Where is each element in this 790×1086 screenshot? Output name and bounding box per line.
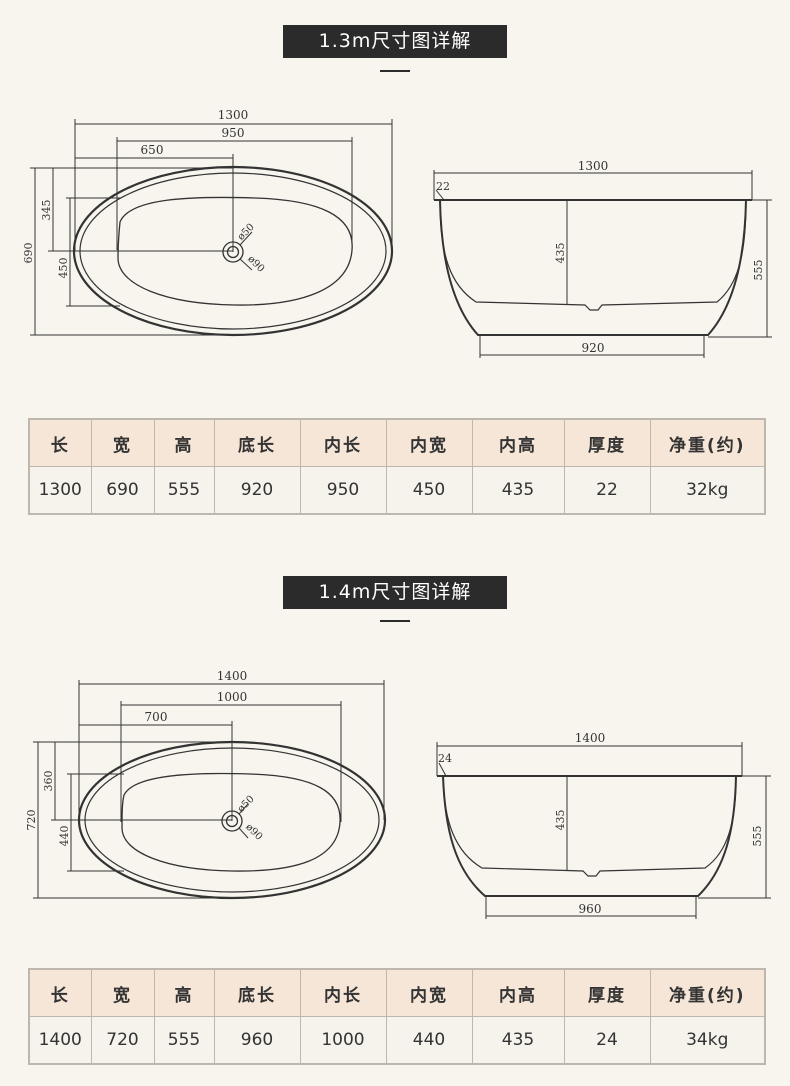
header-inner-width: 内宽 bbox=[385, 418, 473, 467]
tub-inner-basin bbox=[117, 196, 353, 306]
value-height: 555 bbox=[153, 1016, 215, 1065]
drain-leader-1 bbox=[238, 803, 249, 815]
header-length: 长 bbox=[28, 968, 92, 1017]
tub-inner-basin bbox=[121, 772, 341, 872]
side-tub-body bbox=[437, 775, 742, 897]
dim-label-upper: 345 bbox=[40, 200, 53, 221]
side-label-thickness: 24 bbox=[438, 752, 452, 765]
side-label-length: 1300 bbox=[578, 159, 609, 173]
section-2-spec-table: 长 宽 高 底长 内长 内宽 内高 厚度 净重(约) 1400 720 555 … bbox=[28, 968, 766, 1065]
header-thickness: 厚度 bbox=[563, 968, 651, 1017]
section-1-spec-table: 长 宽 高 底长 内长 内宽 内高 厚度 净重(约) 1300 690 555 … bbox=[28, 418, 766, 515]
side-thickness-leader bbox=[438, 762, 447, 777]
spec-header-row: 长 宽 高 底长 内长 内宽 内高 厚度 净重(约) bbox=[28, 418, 766, 467]
dim-label-half: 700 bbox=[145, 710, 168, 724]
dim-label-upper: 360 bbox=[42, 771, 55, 792]
value-net-weight: 32kg bbox=[649, 466, 766, 515]
header-inner-length: 内长 bbox=[299, 968, 387, 1017]
side-label-inner-height: 435 bbox=[554, 810, 567, 831]
side-label-length: 1400 bbox=[575, 731, 606, 745]
value-thickness: 24 bbox=[563, 1016, 651, 1065]
header-inner-length: 内长 bbox=[299, 418, 387, 467]
section-1-title-underline bbox=[380, 70, 410, 72]
header-net-weight: 净重(约) bbox=[649, 968, 766, 1017]
header-height: 高 bbox=[153, 968, 215, 1017]
value-inner-width: 440 bbox=[385, 1016, 473, 1065]
dim-label-inner-length: 1000 bbox=[217, 690, 248, 704]
side-label-thickness: 22 bbox=[436, 180, 450, 193]
drain-leader-2 bbox=[238, 827, 249, 839]
value-length: 1400 bbox=[28, 1016, 92, 1065]
section-1-side-view: 1300 22 435 555 920 bbox=[433, 159, 772, 358]
dim-label-length: 1400 bbox=[217, 669, 248, 683]
value-base-length: 960 bbox=[213, 1016, 301, 1065]
dim-label-width: 690 bbox=[22, 243, 35, 264]
side-thickness-leader bbox=[435, 189, 445, 201]
header-inner-height: 内高 bbox=[471, 968, 565, 1017]
spec-header-row: 长 宽 高 底长 内长 内宽 内高 厚度 净重(约) bbox=[28, 968, 766, 1017]
value-inner-length: 1000 bbox=[299, 1016, 387, 1065]
dim-label-inner-length: 950 bbox=[222, 126, 245, 140]
header-inner-width: 内宽 bbox=[385, 968, 473, 1017]
side-tub-inner bbox=[442, 775, 737, 877]
dim-label-width: 720 bbox=[25, 810, 38, 831]
header-thickness: 厚度 bbox=[563, 418, 651, 467]
side-label-base: 920 bbox=[582, 341, 605, 355]
drain-leader-1 bbox=[239, 231, 253, 246]
value-length: 1300 bbox=[28, 466, 92, 515]
value-thickness: 22 bbox=[563, 466, 651, 515]
header-height: 高 bbox=[153, 418, 215, 467]
spec-value-row: 1400 720 555 960 1000 440 435 24 34kg bbox=[28, 1016, 766, 1065]
section-2-title: 1.4m尺寸图详解 bbox=[283, 576, 507, 609]
dim-label-inner-width: 440 bbox=[58, 826, 71, 847]
value-inner-length: 950 bbox=[299, 466, 387, 515]
value-height: 555 bbox=[153, 466, 215, 515]
side-label-height: 555 bbox=[751, 826, 764, 847]
section-2-top-view: 1400 1000 700 720 360 440 ø50 ø90 bbox=[25, 669, 387, 900]
section-2-side-view: 1400 24 435 555 960 bbox=[436, 731, 771, 919]
value-width: 690 bbox=[90, 466, 155, 515]
section-2-title-underline bbox=[380, 620, 410, 622]
side-tub-inner bbox=[439, 199, 747, 311]
side-label-inner-height: 435 bbox=[554, 243, 567, 264]
section-1-top-view: 1300 950 650 690 345 450 ø50 ø90 bbox=[22, 108, 394, 337]
header-width: 宽 bbox=[90, 968, 155, 1017]
header-base-length: 底长 bbox=[213, 968, 301, 1017]
value-width: 720 bbox=[90, 1016, 155, 1065]
spec-value-row: 1300 690 555 920 950 450 435 22 32kg bbox=[28, 466, 766, 515]
dim-label-length: 1300 bbox=[218, 108, 249, 122]
side-label-height: 555 bbox=[752, 260, 765, 281]
drain-leader-2 bbox=[239, 258, 253, 271]
header-width: 宽 bbox=[90, 418, 155, 467]
dim-label-half: 650 bbox=[141, 143, 164, 157]
header-inner-height: 内高 bbox=[471, 418, 565, 467]
side-label-base: 960 bbox=[579, 902, 602, 916]
header-base-length: 底长 bbox=[213, 418, 301, 467]
dim-label-inner-width: 450 bbox=[57, 258, 70, 279]
value-net-weight: 34kg bbox=[649, 1016, 766, 1065]
section-1-title: 1.3m尺寸图详解 bbox=[283, 25, 507, 58]
value-inner-height: 435 bbox=[471, 1016, 565, 1065]
